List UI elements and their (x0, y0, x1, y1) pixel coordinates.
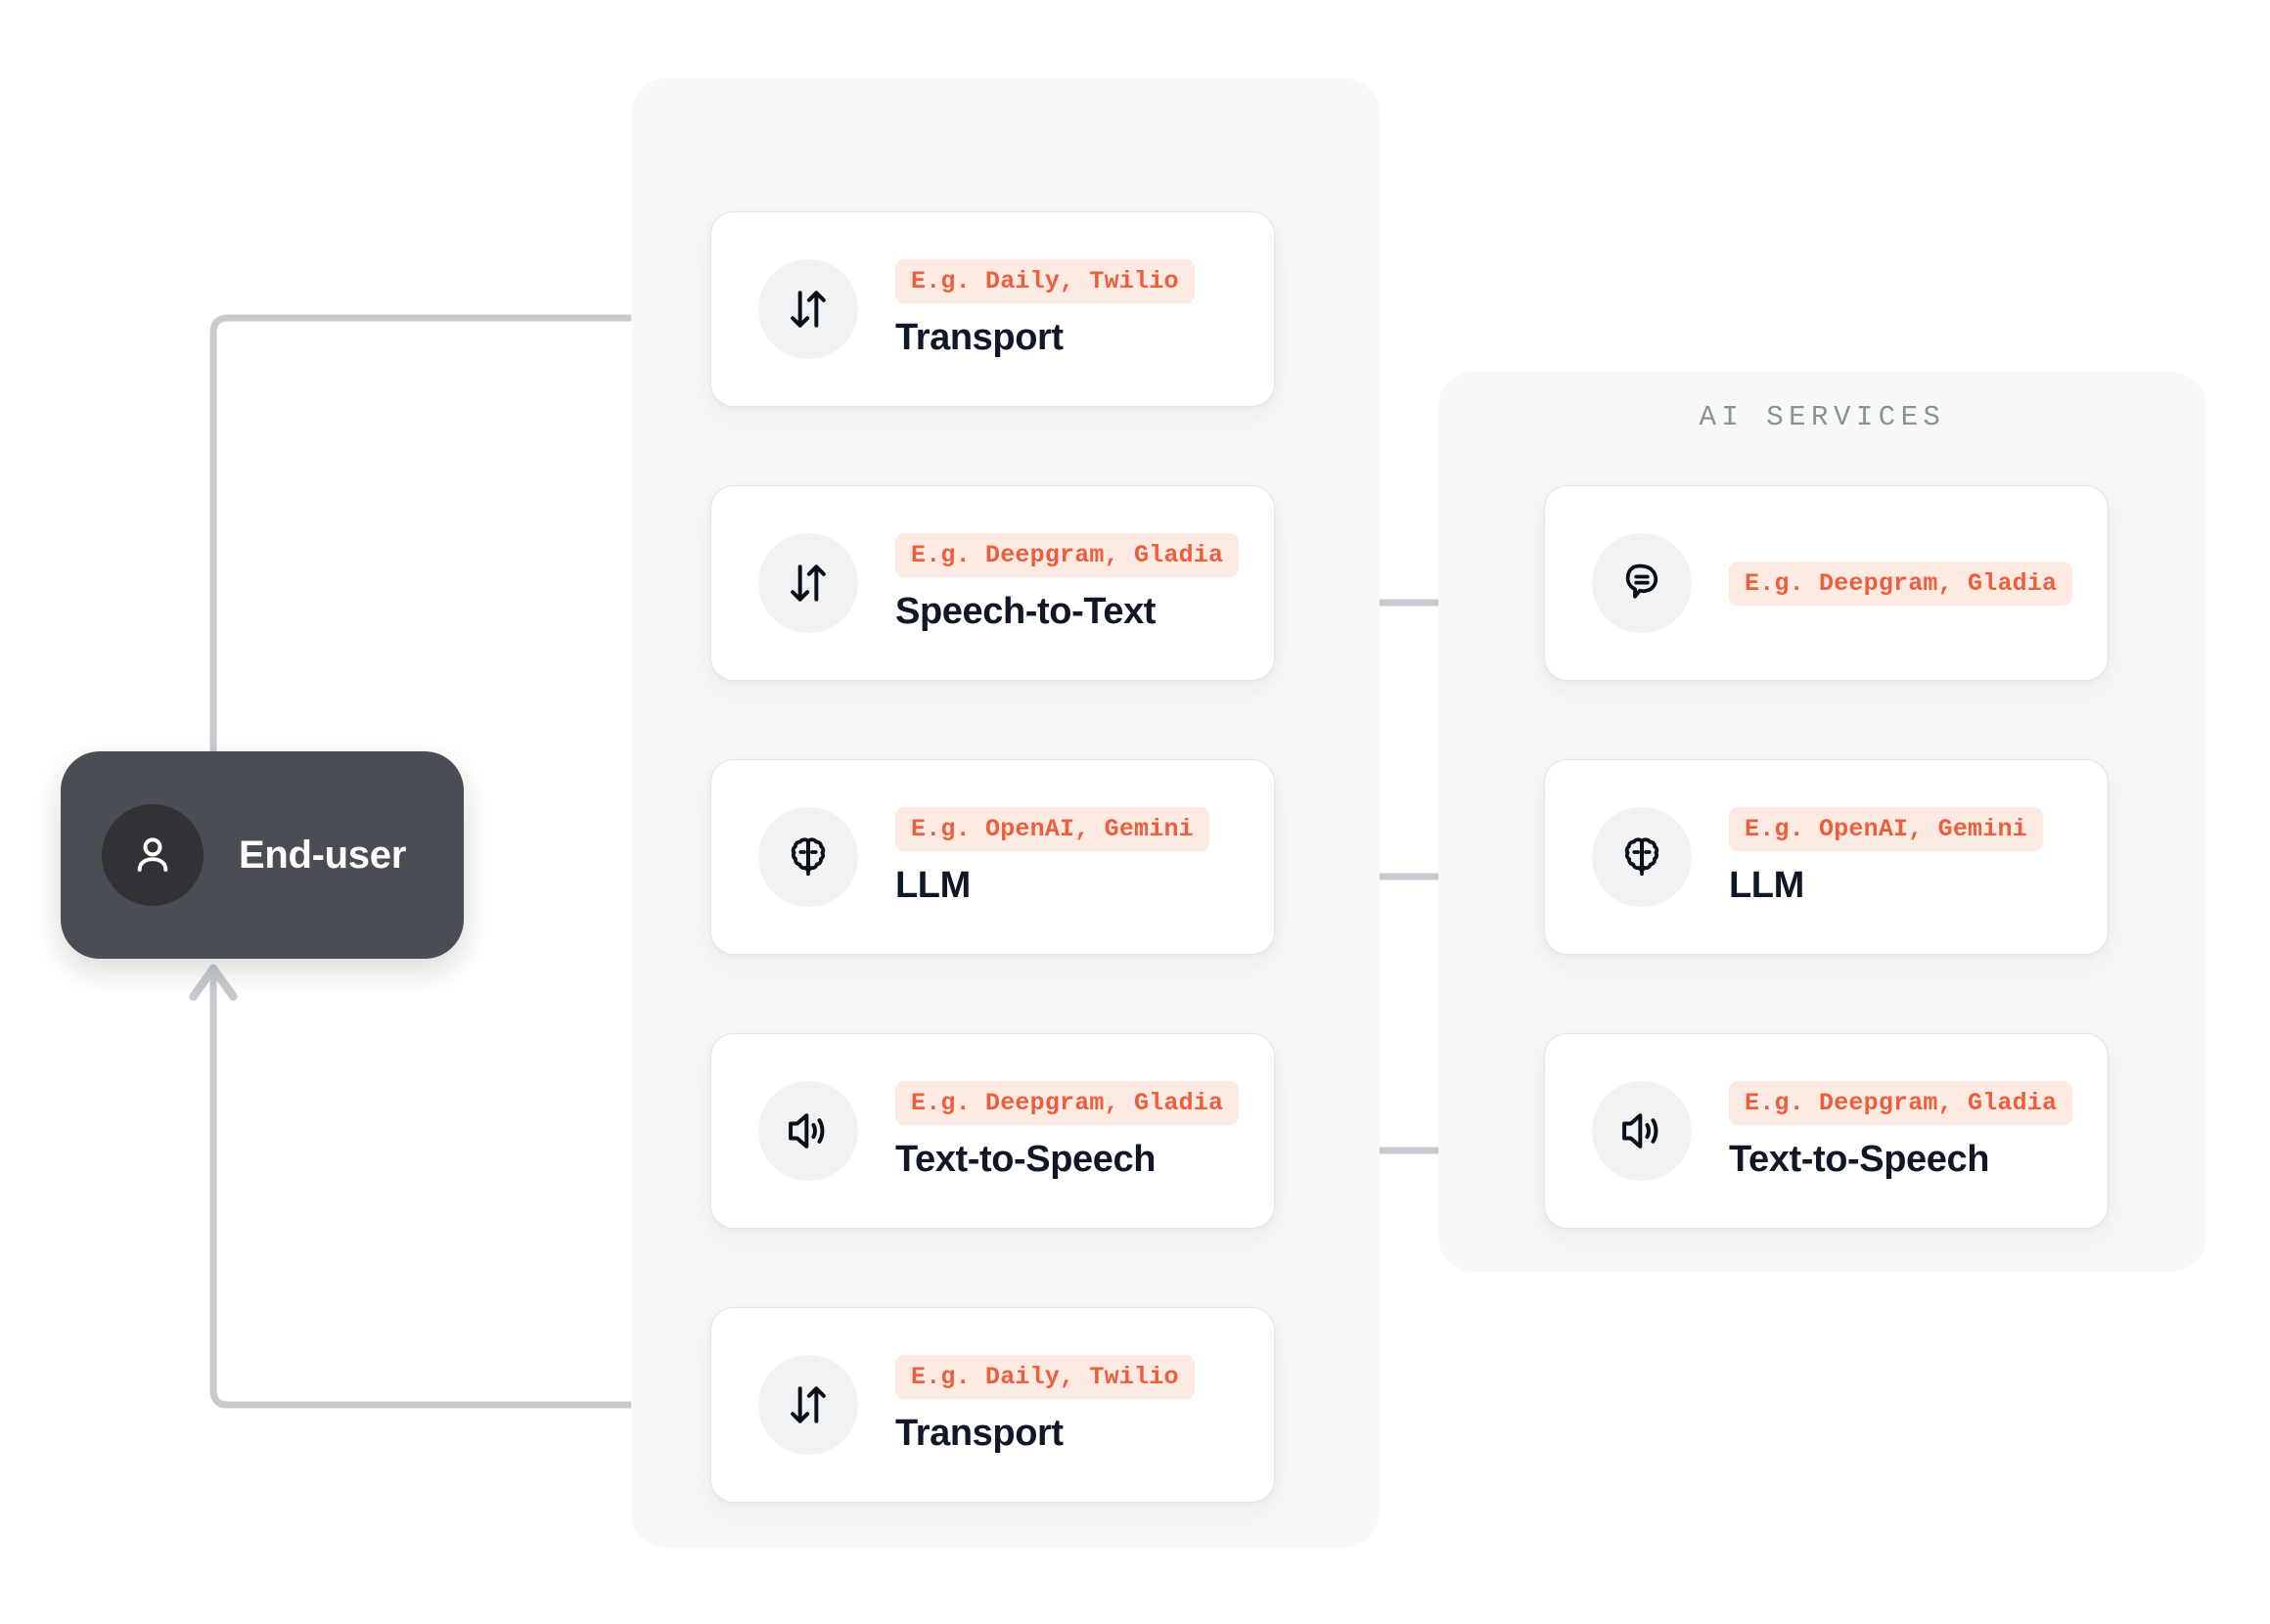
card-text-block: E.g. Deepgram, Gladia Text-to-Speech (1729, 1081, 2073, 1181)
speech-bubble-icon (1592, 533, 1692, 633)
card-badge: E.g. Deepgram, Gladia (1729, 1081, 2073, 1125)
card-title: Text-to-Speech (1729, 1139, 1990, 1180)
card-title: Transport (895, 1413, 1064, 1454)
card-text-block: E.g. Deepgram, Gladia Text-to-Speech (895, 1081, 1240, 1181)
card-badge: E.g. OpenAI, Gemini (1729, 807, 2043, 851)
card-badge: E.g. OpenAI, Gemini (895, 807, 1209, 851)
speaker-icon (758, 1081, 858, 1181)
brain-icon (758, 807, 858, 907)
card-badge: E.g. Daily, Twilio (895, 259, 1195, 303)
card-llm[interactable]: E.g. OpenAI, Gemini LLM (710, 759, 1275, 955)
card-text-block: E.g. OpenAI, Gemini LLM (895, 807, 1209, 907)
card-badge: E.g. Deepgram, Gladia (895, 1081, 1240, 1125)
card-text-block: E.g. Daily, Twilio Transport (895, 1355, 1195, 1455)
card-title: LLM (1729, 865, 1804, 906)
card-transport-out[interactable]: E.g. Daily, Twilio Transport (710, 1307, 1275, 1503)
card-title: LLM (895, 865, 971, 906)
card-transport-in[interactable]: E.g. Daily, Twilio Transport (710, 211, 1275, 407)
card-ai-text-to-speech[interactable]: E.g. Deepgram, Gladia Text-to-Speech (1544, 1033, 2109, 1229)
card-text-to-speech[interactable]: E.g. Deepgram, Gladia Text-to-Speech (710, 1033, 1275, 1229)
brain-icon (1592, 807, 1692, 907)
end-user-label: End-user (239, 833, 406, 877)
card-text-block: E.g. Deepgram, Gladia Speech-to-Text (895, 533, 1240, 633)
wire-transport-out-to-enduser (213, 969, 704, 1409)
card-text-block: E.g. Daily, Twilio Transport (895, 259, 1195, 359)
transfer-arrows-icon (758, 259, 858, 359)
card-text-block: E.g. OpenAI, Gemini LLM (1729, 807, 2043, 907)
card-text-block: E.g. Deepgram, Gladia (1729, 561, 2073, 606)
speaker-icon (1592, 1081, 1692, 1181)
user-icon (102, 804, 204, 906)
card-title: Text-to-Speech (895, 1139, 1157, 1180)
card-ai-speech-to-text[interactable]: E.g. Deepgram, Gladia (1544, 485, 2109, 681)
card-badge: E.g. Daily, Twilio (895, 1355, 1195, 1399)
wire-enduser-to-transport-in (209, 318, 701, 755)
card-title: Speech-to-Text (895, 591, 1157, 632)
node-end-user[interactable]: End-user (61, 751, 464, 959)
transfer-arrows-icon (758, 533, 858, 633)
card-badge: E.g. Deepgram, Gladia (895, 533, 1240, 577)
transfer-arrows-icon (758, 1355, 858, 1455)
panel-title-ai-services: AI SERVICES (1699, 401, 1946, 433)
card-ai-llm[interactable]: E.g. OpenAI, Gemini LLM (1544, 759, 2109, 955)
card-title: Transport (895, 317, 1064, 358)
card-speech-to-text[interactable]: E.g. Deepgram, Gladia Speech-to-Text (710, 485, 1275, 681)
card-badge: E.g. Deepgram, Gladia (1729, 561, 2073, 606)
